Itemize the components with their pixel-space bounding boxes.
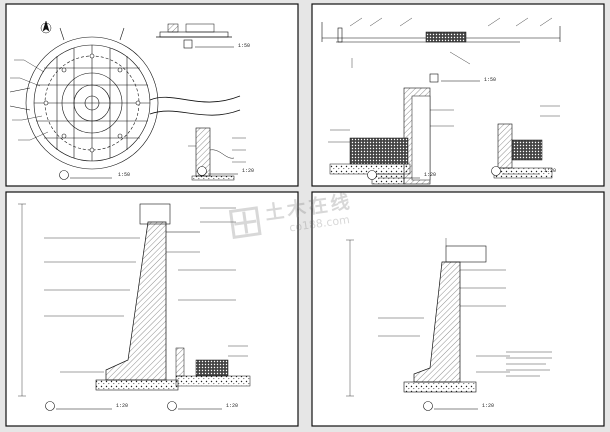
title-tag-retaining-wall-section bbox=[45, 401, 112, 411]
scale-elevation: 1:50 bbox=[238, 43, 251, 49]
pool-edge-detail-drawing bbox=[493, 105, 560, 179]
title-tag-waterfall-section bbox=[423, 401, 478, 411]
sheet-4 bbox=[311, 191, 605, 427]
planter-section-drawing bbox=[188, 127, 246, 181]
title-tag-elevation bbox=[183, 39, 234, 49]
scale-pool-section: 1:20 bbox=[424, 172, 437, 178]
scale-planter-section: 1:20 bbox=[242, 168, 255, 174]
watermark-logo-icon bbox=[228, 206, 262, 239]
scale-pool-edge-detail: 1:20 bbox=[544, 168, 557, 174]
title-tag-wall-elevation bbox=[429, 73, 480, 83]
scale-wall-elevation: 1:50 bbox=[484, 77, 497, 83]
sheet-1 bbox=[5, 3, 299, 187]
scale-waterfall-section: 1:20 bbox=[482, 403, 495, 409]
retaining-wall-large-section bbox=[18, 203, 236, 397]
title-tag-planter-section bbox=[197, 166, 238, 176]
sheet-2 bbox=[311, 3, 605, 187]
scale-retaining-wall-section: 1:20 bbox=[116, 403, 129, 409]
title-tag-small-pool-section bbox=[167, 401, 222, 411]
scale-plaza-plan: 1:50 bbox=[118, 172, 131, 178]
scale-small-pool-section: 1:20 bbox=[226, 403, 239, 409]
title-tag-plaza-plan bbox=[59, 170, 112, 180]
wall-elevation-drawing bbox=[321, 17, 561, 68]
title-tag-pool-section bbox=[367, 170, 420, 180]
sheet-3 bbox=[5, 191, 299, 427]
notes-block bbox=[506, 351, 552, 377]
plan-compass bbox=[40, 20, 52, 34]
watermark: 土木在线 co188.com bbox=[225, 176, 430, 253]
sheet-1-frame bbox=[5, 3, 299, 187]
pool-section-drawing bbox=[328, 87, 454, 185]
small-pool-section bbox=[175, 345, 251, 387]
waterfall-wall-section bbox=[346, 238, 510, 397]
elevation-drawing bbox=[156, 23, 232, 38]
plan-leader-lines bbox=[10, 59, 49, 141]
fountain-plaza-plan bbox=[9, 27, 241, 170]
title-tag-pool-edge-detail bbox=[491, 166, 540, 176]
